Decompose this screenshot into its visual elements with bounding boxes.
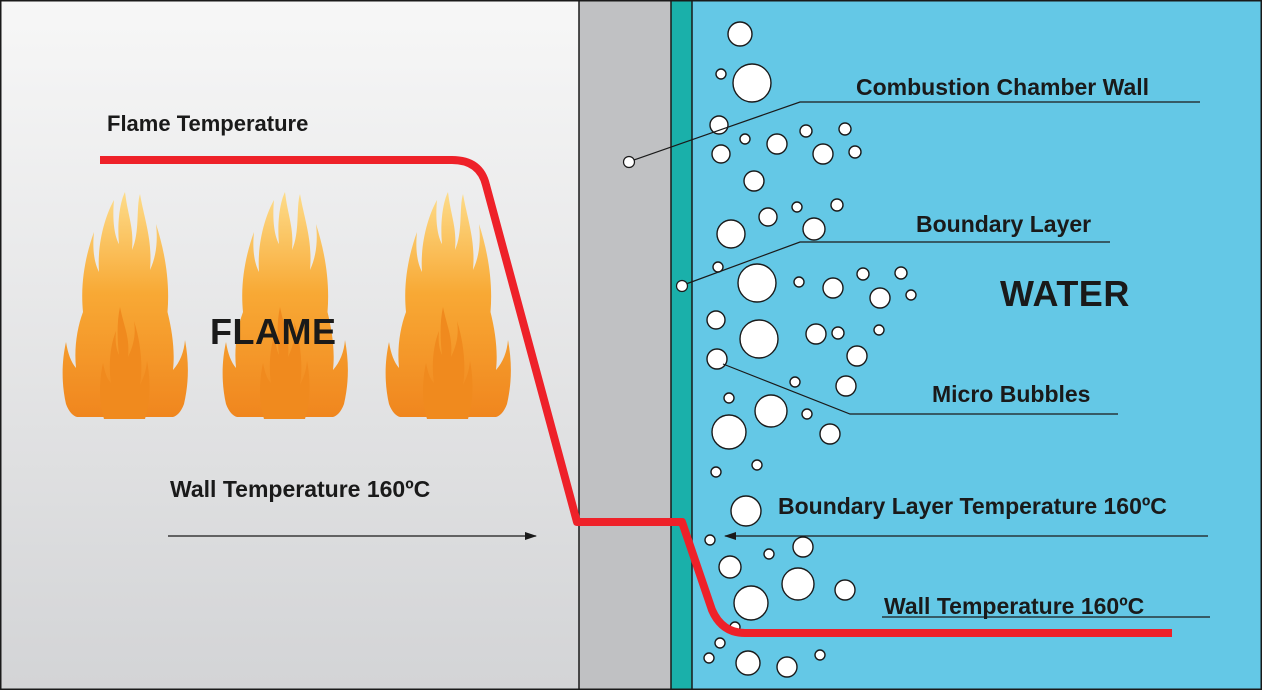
micro-bubble [805,323,827,345]
micro-bubble [735,650,761,676]
boundary-layer-label: Boundary Layer [916,211,1092,237]
water-label: WATER [1000,273,1130,314]
flame-temperature-label: Flame Temperature [107,111,309,136]
combustion-chamber-wall-label: Combustion Chamber Wall [856,74,1150,100]
micro-bubble [733,585,769,621]
micro-bubble [732,63,772,103]
boundary-layer-strip [671,0,692,690]
flame-label: FLAME [210,311,337,352]
combustion-chamber-wall [579,0,671,690]
micro-bubble [716,219,746,249]
micro-bubble [831,326,845,340]
micro-bubble [723,392,735,404]
wall-temperature-left-label: Wall Temperature 160ºC [170,476,431,502]
micro-bubble [802,217,826,241]
micro-bubble [706,348,728,370]
micro-bubble [730,495,762,527]
micro-bubble [819,423,841,445]
micro-bubble [905,289,917,301]
micro-bubble [822,277,844,299]
micro-bubble [711,144,731,164]
micro-bubble [709,115,729,135]
micro-bubble [873,324,885,336]
leader-micro-bubbles [722,363,1118,415]
micro-bubbles-label: Micro Bubbles [932,381,1091,407]
micro-bubble [776,656,798,678]
leader-boundary-layer [675,241,1110,293]
micro-bubble [814,649,826,661]
micro-bubble [838,122,852,136]
micro-bubble [704,534,716,546]
micro-bubble [835,375,857,397]
micro-bubble [801,408,813,420]
micro-bubble [715,68,727,80]
micro-bubble [848,145,862,159]
micro-bubble [792,536,814,558]
micro-bubble [846,345,868,367]
boundary-layer-temperature-label: Boundary Layer Temperature 160ºC [778,493,1167,519]
wall-temperature-right-label: Wall Temperature 160ºC [884,593,1145,619]
micro-bubble [739,133,751,145]
temperature-profile-line [100,156,1172,637]
micro-bubble [737,263,777,303]
micro-bubble [793,276,805,288]
micro-bubble [856,267,870,281]
micro-bubble [751,459,763,471]
micro-bubble [812,143,834,165]
micro-bubble [743,170,765,192]
micro-bubble [894,266,908,280]
micro-bubble [758,207,778,227]
micro-bubble [781,567,815,601]
micro-bubble [791,201,803,213]
leader-combustion-chamber-wall [622,101,1200,169]
micro-bubble [766,133,788,155]
micro-bubble [714,637,726,649]
micro-bubble [706,310,726,330]
micro-bubble [711,414,747,450]
micro-bubble [869,287,891,309]
micro-bubble [763,548,775,560]
micro-bubble [830,198,844,212]
micro-bubble [739,319,779,359]
micro-bubble [799,124,813,138]
micro-bubble [834,579,856,601]
micro-bubble [789,376,801,388]
micro-bubble [703,652,715,664]
micro-bubble [710,466,722,478]
micro-bubble [718,555,742,579]
micro-bubble [727,21,753,47]
micro-bubble [754,394,788,428]
micro-bubbles [703,21,917,678]
